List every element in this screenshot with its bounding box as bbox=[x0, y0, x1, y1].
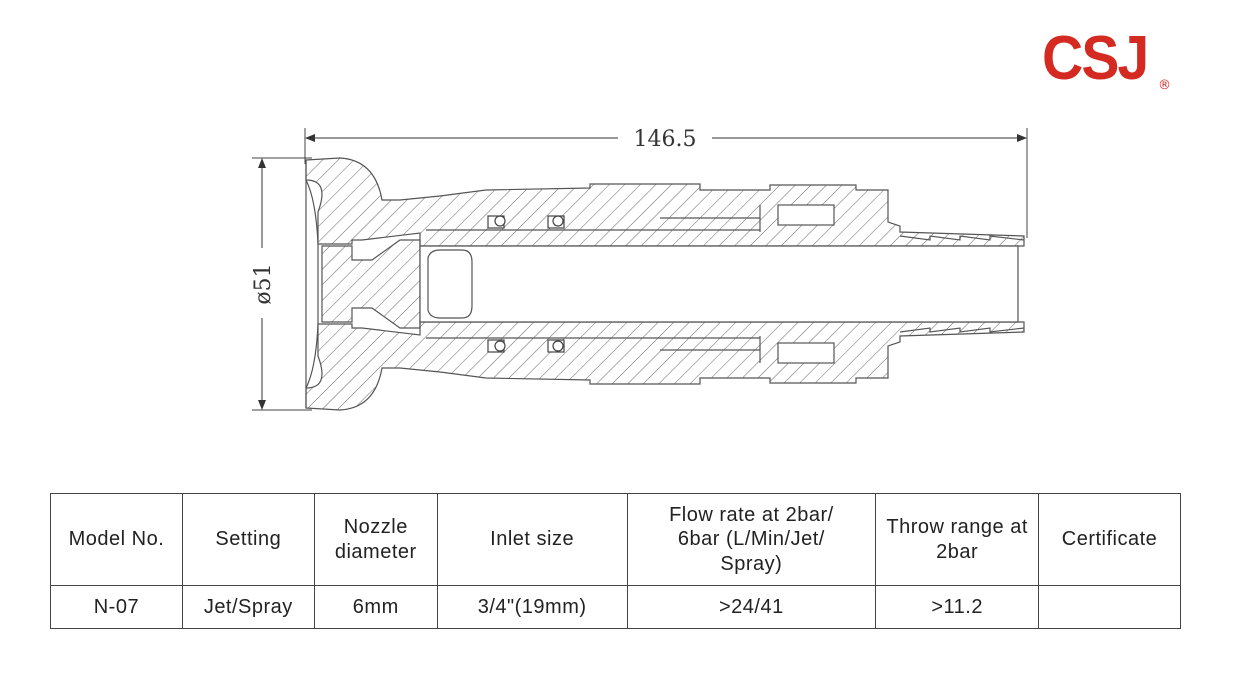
diameter-dimension: ø51 bbox=[251, 157, 312, 411]
header-model-no: Model No. bbox=[50, 493, 183, 586]
spec-table-header-row: Model No. Setting Nozzle diameter Inlet … bbox=[50, 493, 1181, 586]
length-dimension-label: 146.5 bbox=[634, 127, 697, 152]
header-inlet-size: Inlet size bbox=[436, 493, 628, 586]
spec-table: Model No. Setting Nozzle diameter Inlet … bbox=[50, 493, 1181, 629]
cell-model: N-07 bbox=[50, 585, 183, 629]
header-flow-rate: Flow rate at 2bar/ 6bar (L/Min/Jet/ Spra… bbox=[626, 493, 877, 586]
diameter-dimension-label: ø51 bbox=[251, 263, 276, 304]
cell-setting: Jet/Spray bbox=[181, 585, 315, 629]
registered-trademark-icon: ® bbox=[1158, 78, 1171, 93]
cell-nozzle-diameter: 6mm bbox=[313, 585, 438, 629]
table-row: N-07 Jet/Spray 6mm 3/4"(19mm) >24/41 >11… bbox=[50, 585, 1181, 629]
cell-certificate bbox=[1038, 585, 1181, 629]
header-throw-range: Throw range at 2bar bbox=[875, 493, 1040, 586]
o-rings bbox=[487, 215, 565, 353]
header-setting: Setting bbox=[181, 493, 315, 586]
nozzle-body-section bbox=[305, 157, 1025, 411]
cell-throw-range: >11.2 bbox=[875, 585, 1040, 629]
header-certificate: Certificate bbox=[1038, 493, 1181, 586]
cell-inlet-size: 3/4"(19mm) bbox=[436, 585, 628, 629]
csj-logo: CSJ bbox=[1042, 24, 1149, 93]
cell-flow-rate: >24/41 bbox=[626, 585, 877, 629]
inner-spindle bbox=[321, 204, 1025, 364]
length-dimension: 146.5 bbox=[304, 127, 1028, 238]
header-nozzle-diameter: Nozzle diameter bbox=[313, 493, 438, 586]
nozzle-cross-section-drawing: 146.5 ø51 bbox=[251, 127, 1028, 411]
